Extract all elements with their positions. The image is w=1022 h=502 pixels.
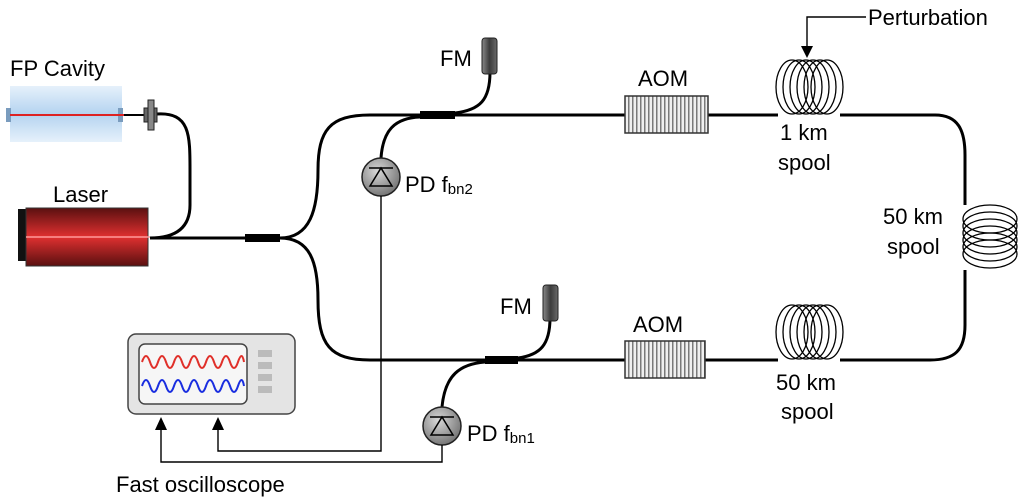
fiber-lower-branch <box>279 236 485 362</box>
oscilloscope-button <box>258 374 272 381</box>
fiber-right-loop <box>840 270 967 362</box>
laser-endcap <box>18 209 28 261</box>
pd-top-label: PD fbn2 <box>405 172 473 198</box>
fiber-fm-top-lead <box>454 71 492 115</box>
fiber-network <box>149 71 967 408</box>
oscilloscope <box>127 333 296 415</box>
fm-top-label: FM <box>440 46 472 71</box>
spool-50km-right-label-line1: 50 km <box>883 204 943 229</box>
signal-wires <box>155 196 443 463</box>
faraday-mirror-bottom <box>542 284 559 322</box>
coupler-upper <box>420 111 455 119</box>
photodetector-bottom-icon <box>422 406 462 446</box>
aom-bottom-label: AOM <box>633 312 683 337</box>
aom-bottom <box>624 340 706 379</box>
spool-50km-right-label-line2: spool <box>887 234 940 259</box>
oscilloscope-label: Fast oscilloscope <box>116 472 285 497</box>
photodetector-top-icon <box>361 157 401 197</box>
fiber-pd-bottom-lead <box>440 360 486 408</box>
oscilloscope-screen <box>138 343 248 405</box>
aom-top-label: AOM <box>638 66 688 91</box>
fm-bottom-label: FM <box>500 294 532 319</box>
fiber-upper-to-loop <box>840 113 967 205</box>
spool-1km-icon <box>775 59 844 115</box>
oscilloscope-button <box>258 386 272 393</box>
spool-1km-label-line1: 1 km <box>780 120 828 145</box>
trace-blue <box>141 379 245 393</box>
spool-50km-right-icon <box>962 204 1018 269</box>
coupler-input <box>245 234 280 242</box>
trace-red <box>141 355 245 369</box>
spool-50km-bottom-label-line1: 50 km <box>776 370 836 395</box>
fiber-cavity-link <box>149 112 192 240</box>
oscilloscope-button <box>258 362 272 369</box>
coupler-lower <box>485 356 518 364</box>
spool-50km-bottom-label-line2: spool <box>781 399 834 424</box>
perturbation-arrow <box>801 16 866 58</box>
cavity-mirror-left <box>6 108 11 122</box>
spool-50km-bottom-icon <box>775 304 844 360</box>
aom-top <box>624 95 709 134</box>
perturbation-label: Perturbation <box>868 5 988 30</box>
faraday-mirror-top <box>481 37 498 75</box>
oscilloscope-button <box>258 350 272 357</box>
fp-cavity <box>6 86 158 142</box>
pd-bottom-label: PD fbn1 <box>467 421 535 447</box>
fiber-upper-branch <box>279 113 420 240</box>
fiber-pd-top-lead <box>379 115 421 159</box>
spool-1km-label-line2: spool <box>778 150 831 175</box>
laser-label: Laser <box>53 182 108 207</box>
laser <box>18 207 150 267</box>
fiber-fm-bottom-lead <box>517 317 552 360</box>
fp-cavity-label: FP Cavity <box>10 56 105 81</box>
